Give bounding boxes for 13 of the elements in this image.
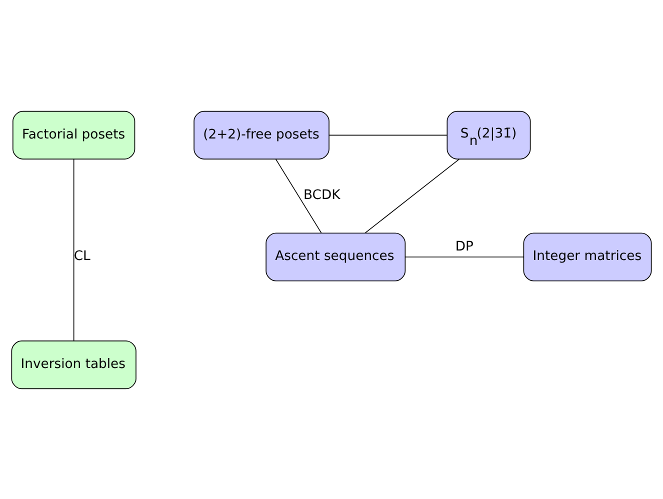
edge-label: DP [455, 238, 474, 254]
node-box: Integer matrices [523, 232, 652, 281]
node-box: (2+2)-free posets [194, 110, 330, 159]
connector [364, 158, 460, 233]
node-box: Ascent sequences [266, 232, 406, 281]
node-box: Factorial posets [12, 110, 136, 159]
edge-label: CL [74, 248, 90, 264]
connector [328, 134, 448, 136]
edge-label: BCDK [304, 188, 340, 203]
connector [405, 256, 524, 257]
connector [73, 158, 74, 341]
connector [275, 158, 322, 233]
node-box: Inversion tables [11, 340, 136, 389]
